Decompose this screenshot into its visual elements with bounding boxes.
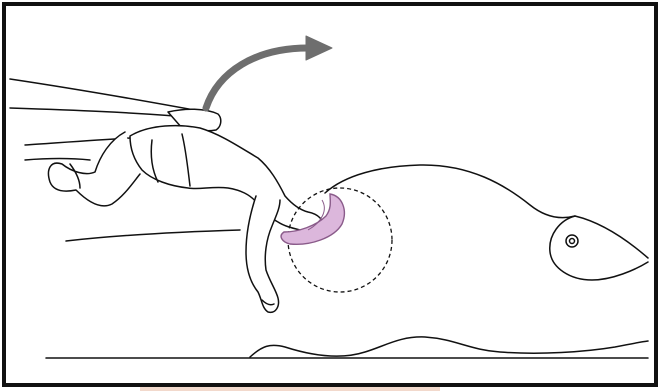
small-circle-outer [566, 235, 578, 247]
left-arm-lower [25, 159, 90, 161]
lower-limb-line [66, 230, 240, 241]
curved-arrow-head [306, 36, 332, 60]
figure-torso [130, 126, 323, 232]
small-circle-inner [570, 239, 575, 244]
body-outline [325, 165, 648, 258]
curved-arrow-icon [206, 48, 308, 108]
figure-arm [246, 196, 280, 312]
upper-band-line-1 [10, 79, 205, 112]
lower-body-contour [250, 337, 648, 357]
head-outline [550, 216, 648, 280]
